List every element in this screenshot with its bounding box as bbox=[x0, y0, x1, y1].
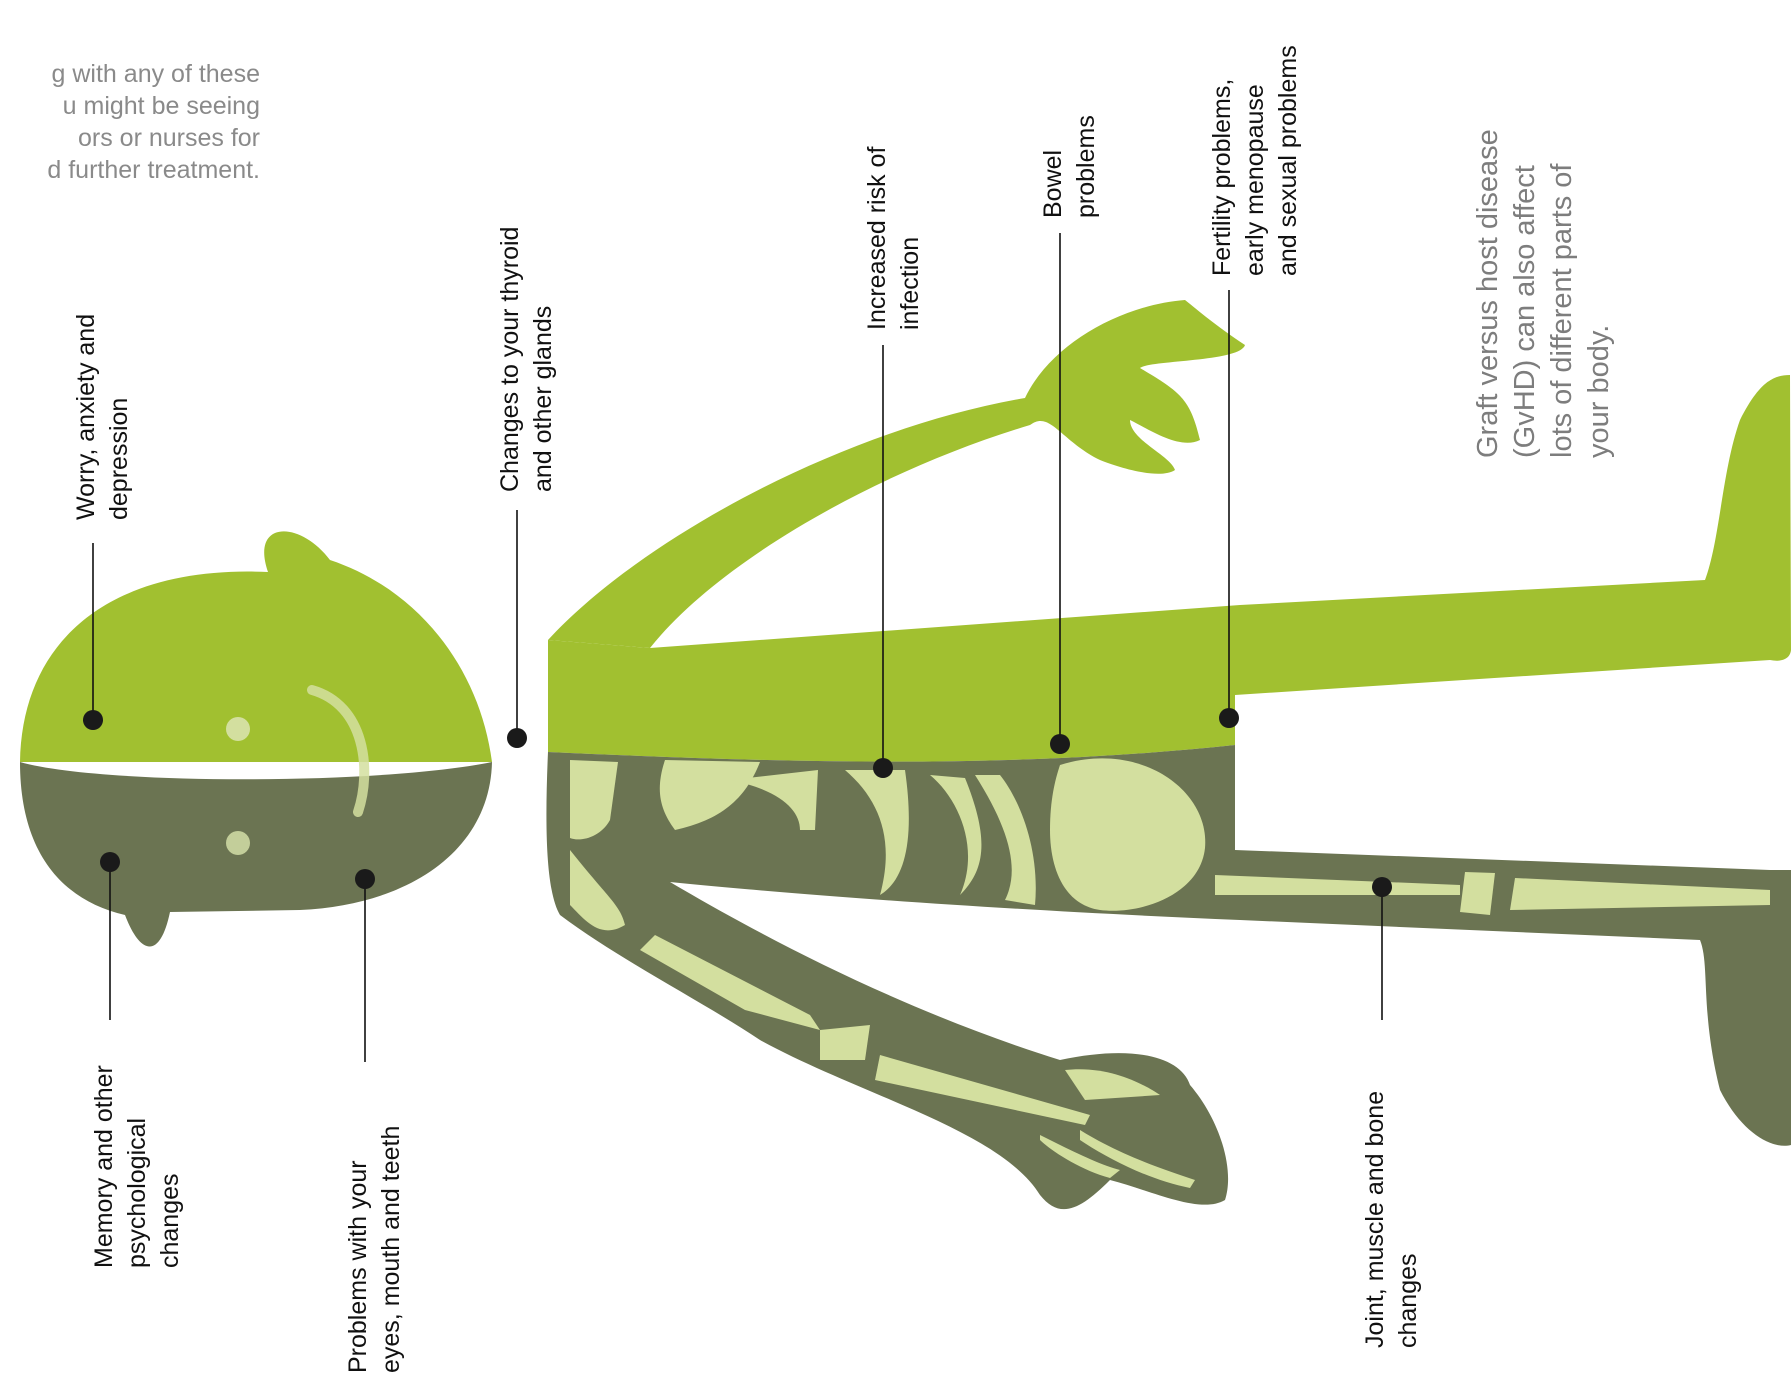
marker-infection bbox=[873, 758, 893, 778]
label-line: Joint, muscle and bone bbox=[1359, 1048, 1392, 1348]
label-eyes: Problems with your eyes, mouth and teeth bbox=[342, 1073, 408, 1373]
gvhd-note: Graft versus host disease (GvHD) can als… bbox=[1470, 38, 1618, 458]
label-line: Changes to your thyroid bbox=[494, 192, 527, 492]
marker-eyes bbox=[355, 869, 375, 889]
label-worry: Worry, anxiety and depression bbox=[70, 220, 136, 520]
upper-arm bbox=[548, 300, 1245, 648]
label-line: Bowel bbox=[1037, 0, 1070, 218]
marker-bowel bbox=[1050, 734, 1070, 754]
label-line: psychological bbox=[121, 968, 154, 1268]
marker-worry bbox=[83, 710, 103, 730]
label-line: Increased risk of bbox=[861, 30, 894, 330]
head bbox=[20, 531, 492, 946]
leg-bone bbox=[1460, 872, 1495, 915]
label-line: early menopause bbox=[1239, 0, 1272, 276]
marker-fertility bbox=[1219, 708, 1239, 728]
label-line: changes bbox=[1392, 1048, 1425, 1348]
gvhd-note-line: (GvHD) can also affect bbox=[1507, 38, 1544, 458]
arm-bone bbox=[820, 1025, 870, 1060]
label-line: changes bbox=[154, 968, 187, 1268]
label-fertility: Fertility problems, early menopause and … bbox=[1206, 0, 1305, 276]
label-line: eyes, mouth and teeth bbox=[375, 1073, 408, 1373]
label-line: Fertility problems, bbox=[1206, 0, 1239, 276]
label-line: and other glands bbox=[527, 192, 560, 492]
label-infection: Increased risk of infection bbox=[861, 30, 927, 330]
marker-thyroid bbox=[507, 728, 527, 748]
label-line: Problems with your bbox=[342, 1073, 375, 1373]
label-thyroid: Changes to your thyroid and other glands bbox=[494, 192, 560, 492]
label-memory: Memory and other psychological changes bbox=[88, 968, 187, 1268]
marker-memory bbox=[100, 852, 120, 872]
label-line: Worry, anxiety and bbox=[70, 220, 103, 520]
label-line: Memory and other bbox=[88, 968, 121, 1268]
label-joint: Joint, muscle and bone changes bbox=[1359, 1048, 1425, 1348]
gvhd-note-line: your body. bbox=[1581, 38, 1618, 458]
label-line: problems bbox=[1070, 0, 1103, 218]
eye-upper bbox=[226, 717, 250, 741]
eye-lower bbox=[226, 831, 250, 855]
label-line: infection bbox=[894, 30, 927, 330]
label-line: depression bbox=[103, 220, 136, 520]
head-lower bbox=[20, 762, 492, 947]
marker-joint bbox=[1372, 877, 1392, 897]
gvhd-note-line: Graft versus host disease bbox=[1470, 38, 1507, 458]
label-line: and sexual problems bbox=[1272, 0, 1305, 276]
gvhd-note-line: lots of different parts of bbox=[1544, 38, 1581, 458]
label-bowel: Bowel problems bbox=[1037, 0, 1103, 218]
